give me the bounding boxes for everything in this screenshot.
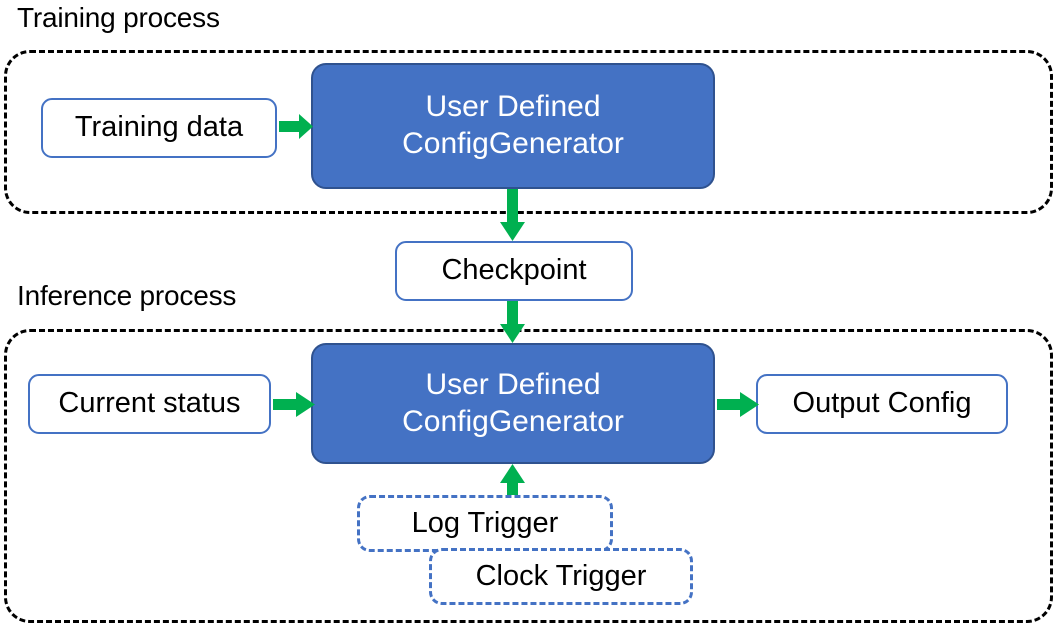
- training-config-generator-line2: ConfigGenerator: [402, 127, 624, 160]
- inference-config-generator-box[interactable]: User Defined ConfigGenerator: [311, 343, 715, 464]
- checkpoint-box[interactable]: Checkpoint: [395, 241, 633, 301]
- current-status-box[interactable]: Current status: [28, 374, 271, 434]
- inference-config-generator-line2: ConfigGenerator: [402, 404, 624, 438]
- inference-process-container: [4, 329, 1053, 623]
- output-config-box[interactable]: Output Config: [756, 374, 1008, 434]
- training-process-caption: Training process: [17, 2, 220, 33]
- inference-config-generator-line1: User Defined: [425, 367, 601, 401]
- training-process-container: [4, 50, 1053, 214]
- training-config-generator-box[interactable]: User Defined ConfigGenerator: [311, 63, 715, 189]
- inference-process-caption: Inference process: [17, 280, 237, 311]
- training-config-generator-line1: User Defined: [425, 90, 601, 124]
- clock-trigger-box[interactable]: Clock Trigger: [429, 548, 693, 605]
- log-trigger-box[interactable]: Log Trigger: [357, 495, 613, 552]
- training-data-box[interactable]: Training data: [41, 98, 277, 158]
